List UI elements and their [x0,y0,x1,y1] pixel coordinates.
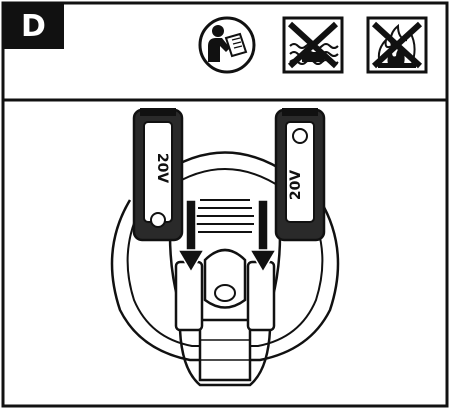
battery-slot-left [174,260,204,332]
battery-left-label: 20V [154,153,170,183]
battery-right [274,108,326,242]
step-letter-badge: D [3,3,64,49]
arrow-down-right-icon [248,199,278,274]
battery-slot-right [246,260,276,332]
read-manual-icon [196,16,258,74]
tool-vents [196,199,254,233]
step-letter: D [21,8,46,44]
battery-left [132,108,184,242]
arrow-down-left-icon [176,199,206,274]
no-fire-icon [366,16,428,74]
battery-right-label: 20V [288,170,304,200]
no-water-icon [282,16,344,74]
tool-body-lower [168,234,282,387]
